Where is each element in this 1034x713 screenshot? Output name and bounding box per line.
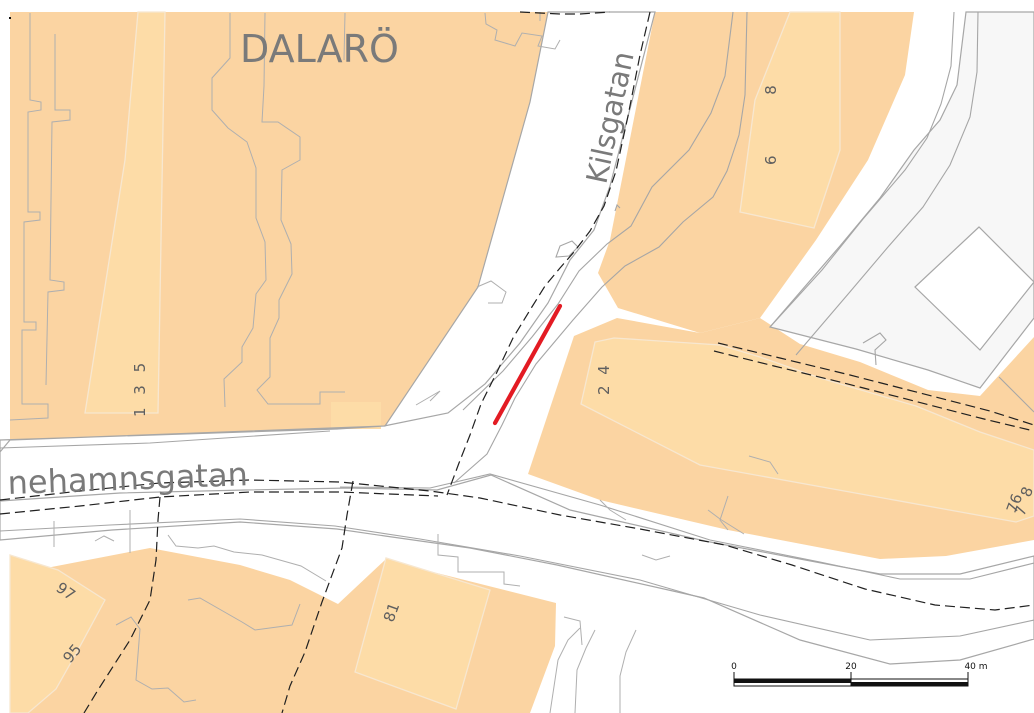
house-number-135: 1 3 5 [131, 359, 149, 417]
road-edge-lines [0, 11, 1034, 641]
scale-bar-left-segment [734, 679, 851, 683]
road-network [0, 11, 1034, 665]
dashed-boundaries [0, 11, 1034, 713]
small-building-parcel [331, 402, 381, 429]
house-number-68: 6 8 [762, 57, 780, 165]
building-layer [9, 11, 1034, 713]
house-number-81: 81 [380, 600, 403, 624]
scale-label-20: 20 [845, 662, 857, 672]
building-97-95 [9, 554, 106, 713]
scale-label-0: 0 [731, 662, 737, 672]
inner-block-lines [9, 12, 779, 713]
building-24 [580, 337, 1034, 523]
highlighted-segment [492, 303, 563, 426]
diamond-plaza [914, 226, 1034, 351]
house-number-8: 8 [1017, 484, 1034, 499]
corner-mark [9, 17, 11, 19]
place-name-label: DALARÖ [240, 27, 399, 71]
scale-label-40-m: 40 m [964, 662, 987, 672]
scale-bar: 0 20 40 m [731, 662, 988, 687]
house-number-76: 76 [1003, 491, 1026, 515]
building-68 [739, 11, 841, 229]
street-label-main: nehamnsgatan [7, 455, 249, 502]
building-81 [354, 557, 491, 710]
scale-bar-right-segment [851, 682, 968, 686]
building-135 [84, 11, 166, 414]
road-layer [0, 11, 1034, 665]
house-number-24: 2 4 [595, 362, 613, 395]
